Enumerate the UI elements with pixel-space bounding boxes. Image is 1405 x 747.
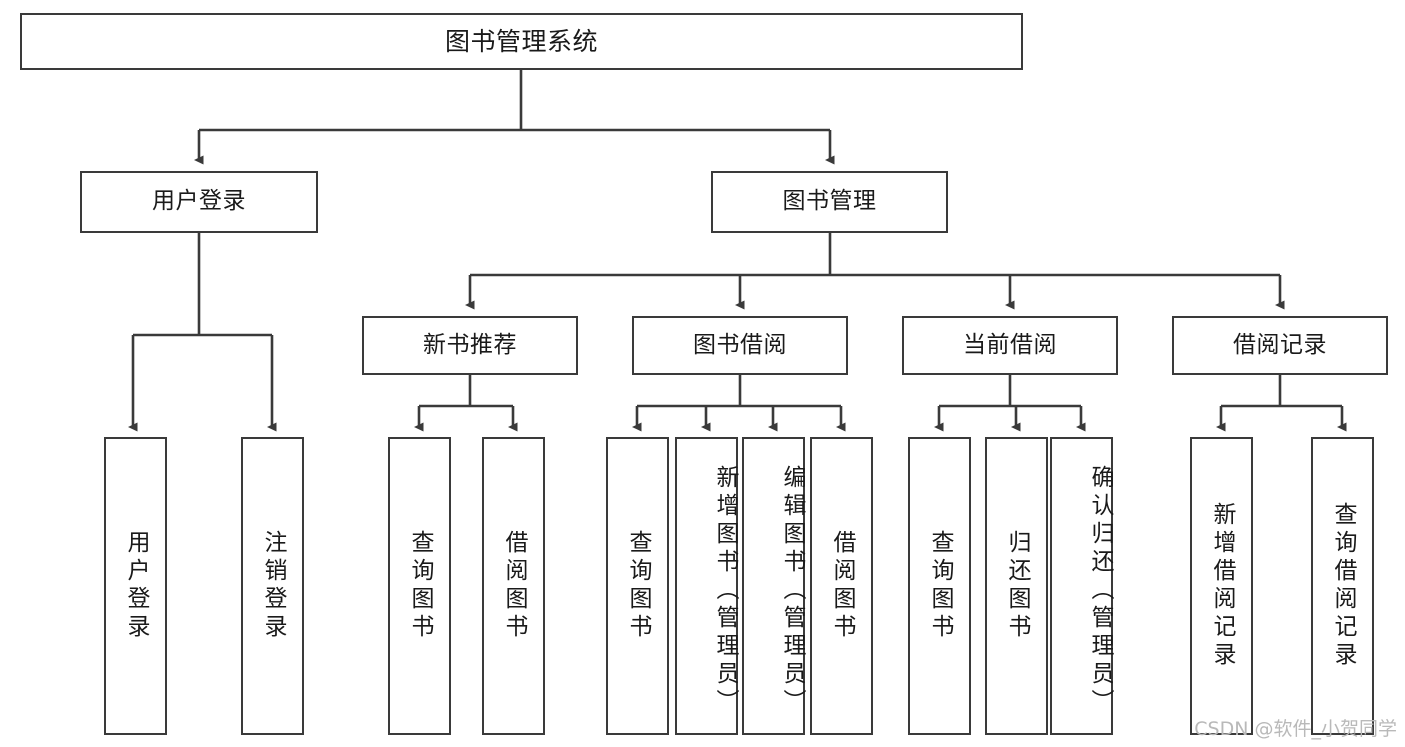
- node-leaf-return-book[interactable]: 归还图书: [985, 437, 1048, 735]
- node-leaf-add-record[interactable]: 新增借阅记录: [1190, 437, 1253, 735]
- node-leaf-return-book-label: 归还图书: [1004, 530, 1030, 642]
- node-current-borrow[interactable]: 当前借阅: [902, 316, 1118, 375]
- node-leaf-add-book[interactable]: 新增图书（管理员）: [675, 437, 738, 735]
- node-leaf-query-book-3[interactable]: 查询图书: [908, 437, 971, 735]
- node-leaf-user-login[interactable]: 用户登录: [104, 437, 167, 735]
- node-book-borrow-label: 图书借阅: [693, 331, 787, 358]
- node-leaf-query-book-1-label: 查询图书: [407, 530, 433, 642]
- node-leaf-add-record-label: 新增借阅记录: [1209, 502, 1235, 670]
- node-leaf-borrow-book-1[interactable]: 借阅图书: [482, 437, 545, 735]
- node-leaf-borrow-book-2-label: 借阅图书: [829, 530, 855, 642]
- node-borrow-record[interactable]: 借阅记录: [1172, 316, 1388, 375]
- node-leaf-edit-book[interactable]: 编辑图书（管理员）: [742, 437, 805, 735]
- csdn-watermark: CSDN @软件_小贺同学: [1194, 718, 1397, 740]
- node-leaf-borrow-book-1-label: 借阅图书: [501, 530, 527, 642]
- node-borrow-record-label: 借阅记录: [1233, 331, 1327, 358]
- node-leaf-logout-label: 注销登录: [260, 530, 286, 642]
- node-current-borrow-label: 当前借阅: [963, 331, 1057, 358]
- node-leaf-add-book-label: 新增图书（管理员）: [712, 465, 738, 717]
- node-new-book-rec-label: 新书推荐: [423, 331, 517, 358]
- node-new-book-rec[interactable]: 新书推荐: [362, 316, 578, 375]
- node-leaf-logout[interactable]: 注销登录: [241, 437, 304, 735]
- node-leaf-confirm-return-label: 确认归还（管理员）: [1087, 465, 1113, 717]
- node-leaf-query-book-3-label: 查询图书: [927, 530, 953, 642]
- node-root[interactable]: 图书管理系统: [20, 13, 1023, 70]
- node-leaf-query-book-2[interactable]: 查询图书: [606, 437, 669, 735]
- node-book-borrow[interactable]: 图书借阅: [632, 316, 848, 375]
- node-leaf-query-record-label: 查询借阅记录: [1330, 502, 1356, 670]
- node-leaf-borrow-book-2[interactable]: 借阅图书: [810, 437, 873, 735]
- node-book-manage[interactable]: 图书管理: [711, 171, 948, 233]
- node-leaf-query-book-2-label: 查询图书: [625, 530, 651, 642]
- node-root-label: 图书管理系统: [444, 26, 598, 56]
- node-leaf-edit-book-label: 编辑图书（管理员）: [779, 465, 805, 717]
- node-leaf-query-book-1[interactable]: 查询图书: [388, 437, 451, 735]
- node-user-login[interactable]: 用户登录: [80, 171, 318, 233]
- node-user-login-label: 用户登录: [152, 188, 246, 215]
- node-leaf-confirm-return[interactable]: 确认归还（管理员）: [1050, 437, 1113, 735]
- node-leaf-user-login-label: 用户登录: [123, 530, 149, 642]
- node-book-manage-label: 图书管理: [782, 188, 877, 215]
- node-leaf-query-record[interactable]: 查询借阅记录: [1311, 437, 1374, 735]
